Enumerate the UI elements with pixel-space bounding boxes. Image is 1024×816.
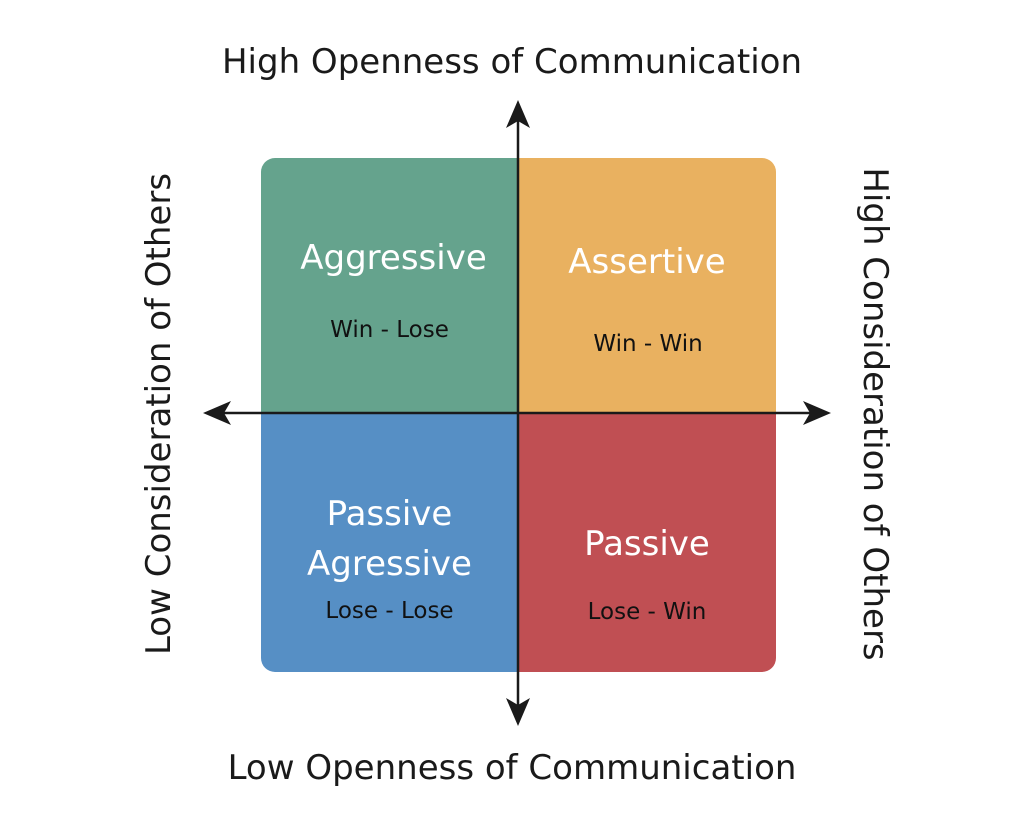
quadrant-title-line2: Agressive — [307, 544, 472, 584]
top-axis-label: High Openness of Communication — [221, 42, 803, 82]
quadrant-title: Aggressive — [300, 238, 487, 278]
quadrant-outcome: Win - Win — [593, 331, 703, 357]
left-axis-label: Low Consideration of Others — [139, 172, 179, 656]
quadrant-passive-aggressive: Passive Agressive Lose - Lose — [261, 414, 518, 672]
right-axis-label: High Consideration of Others — [855, 167, 895, 661]
quadrant-title-line1: Passive — [326, 494, 453, 534]
quadrant-title: Passive — [584, 524, 710, 564]
quadrant-assertive: Assertive Win - Win — [518, 158, 776, 414]
arrow-up-icon — [506, 100, 530, 128]
quadrant-outcome: Lose - Lose — [325, 598, 454, 624]
quadrant-passive: Passive Lose - Win — [518, 414, 776, 672]
quadrant-title: Assertive — [568, 242, 726, 282]
arrow-down-icon — [506, 698, 530, 726]
arrow-left-icon — [203, 401, 231, 425]
quadrant-outcome: Lose - Win — [587, 599, 707, 625]
quadrant-aggressive: Aggressive Win - Lose — [261, 158, 518, 414]
quadrant-outcome: Win - Lose — [330, 317, 449, 343]
arrow-right-icon — [803, 401, 831, 425]
bottom-axis-label: Low Openness of Communication — [227, 748, 797, 788]
